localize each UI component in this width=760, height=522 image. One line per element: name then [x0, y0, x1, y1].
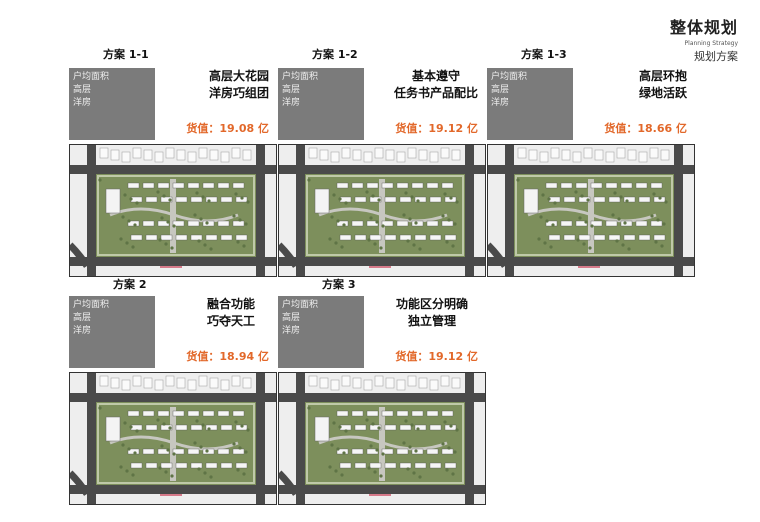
scheme-slogan: 功能区分明确 独立管理 [396, 296, 468, 330]
site-plan-image [278, 144, 486, 277]
slogan-line: 任务书产品配比 [393, 86, 478, 100]
scheme-label: 方案 1-2 [312, 48, 358, 61]
scheme-label: 方案 1-1 [103, 48, 149, 61]
slogan-line: 独立管理 [407, 314, 456, 328]
scheme-slogan: 融合功能 巧夺天工 [207, 296, 255, 330]
info-line: 洋房 [73, 98, 92, 108]
scheme-slogan: 高层环抱 绿地活跃 [639, 68, 687, 102]
scheme-info: 户均面积 高层 洋房 基本遵守 任务书产品配比 货值：19.12 亿 [278, 68, 486, 140]
info-line: 户均面积 [73, 72, 110, 82]
scheme-slogan: 高层大花园 洋房巧组团 [209, 68, 269, 102]
info-line: 高层 [282, 85, 301, 95]
scheme-area-box: 户均面积 高层 洋房 [278, 296, 364, 368]
page-subtitle: 规划方案 [694, 50, 738, 63]
slogan-line: 融合功能 [206, 297, 255, 311]
info-line: 洋房 [282, 98, 301, 108]
scheme-label: 方案 3 [322, 278, 356, 291]
scheme-area-box: 户均面积 高层 洋房 [69, 296, 155, 368]
info-line: 高层 [282, 313, 301, 323]
info-line: 洋房 [282, 326, 301, 336]
scheme-area-box: 户均面积 高层 洋房 [278, 68, 364, 140]
slogan-line: 功能区分明确 [395, 297, 468, 311]
slogan-line: 巧夺天工 [206, 314, 255, 328]
scheme-area-box: 户均面积 高层 洋房 [69, 68, 155, 140]
info-line: 高层 [73, 313, 92, 323]
site-plan-image [278, 372, 486, 505]
slogan-line: 洋房巧组团 [208, 86, 269, 100]
info-line: 高层 [73, 85, 92, 95]
site-plan-image [69, 144, 277, 277]
info-line: 户均面积 [282, 72, 319, 82]
info-line: 户均面积 [491, 72, 528, 82]
slogan-line: 绿地活跃 [638, 86, 687, 100]
info-line: 洋房 [73, 326, 92, 336]
scheme-label: 方案 1-3 [521, 48, 567, 61]
scheme-value: 货值：19.12 亿 [395, 122, 478, 135]
scheme-info: 户均面积 高层 洋房 融合功能 巧夺天工 货值：18.94 亿 [69, 296, 277, 368]
scheme-slogan: 基本遵守 任务书产品配比 [394, 68, 478, 102]
page-title-en: Planning Strategy [684, 40, 738, 47]
slogan-line: 高层大花园 [208, 69, 269, 83]
scheme-info: 户均面积 高层 洋房 高层大花园 洋房巧组团 货值：19.08 亿 [69, 68, 277, 140]
scheme-value: 货值：19.12 亿 [395, 350, 478, 363]
info-line: 户均面积 [73, 300, 110, 310]
scheme-info: 户均面积 高层 洋房 高层环抱 绿地活跃 货值：18.66 亿 [487, 68, 695, 140]
scheme-info: 户均面积 高层 洋房 功能区分明确 独立管理 货值：19.12 亿 [278, 296, 486, 368]
scheme-value: 货值：18.94 亿 [186, 350, 269, 363]
scheme-value: 货值：18.66 亿 [604, 122, 687, 135]
scheme-area-box: 户均面积 高层 洋房 [487, 68, 573, 140]
page-title: 整体规划 [669, 18, 738, 37]
info-line: 洋房 [491, 98, 510, 108]
scheme-label: 方案 2 [113, 278, 147, 291]
slogan-line: 基本遵守 [411, 69, 460, 83]
scheme-value: 货值：19.08 亿 [186, 122, 269, 135]
info-line: 户均面积 [282, 300, 319, 310]
info-line: 高层 [491, 85, 510, 95]
slogan-line: 高层环抱 [638, 69, 687, 83]
site-plan-image [487, 144, 695, 277]
page-header: 整体规划 Planning Strategy 规划方案 [670, 14, 738, 64]
site-plan-image [69, 372, 277, 505]
